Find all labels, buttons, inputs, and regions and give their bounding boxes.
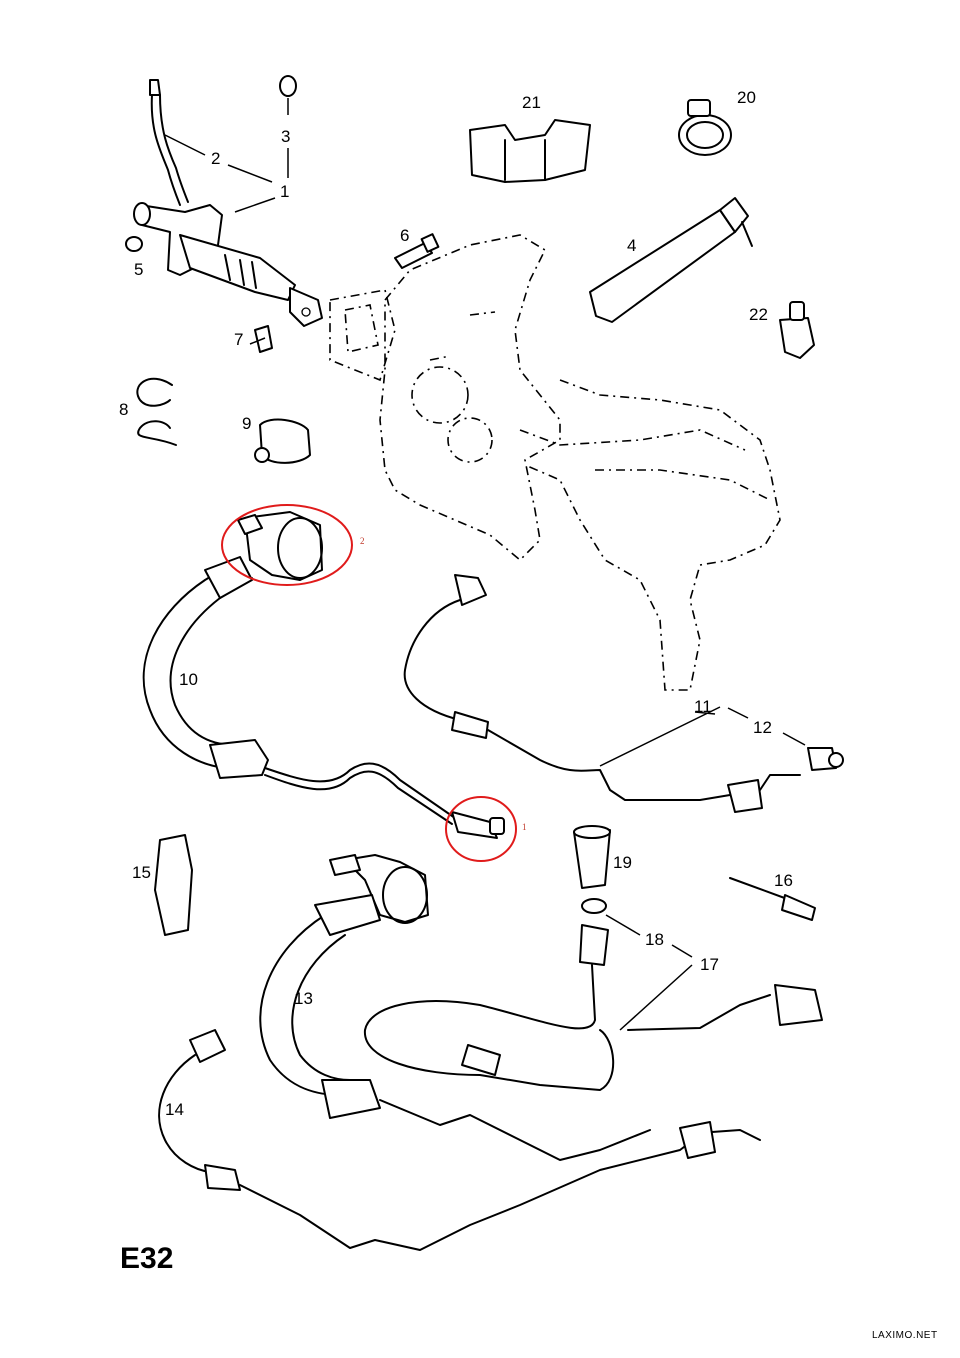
hydraulic-hose-10[interactable] — [142, 511, 505, 839]
rivet-16[interactable] — [729, 877, 816, 921]
pipe-11[interactable] — [403, 574, 801, 813]
pipe-17[interactable] — [363, 924, 823, 1091]
callout-14[interactable]: 14 — [165, 1100, 184, 1119]
callout-15[interactable]: 15 — [132, 863, 151, 882]
pipe-14[interactable] — [158, 1029, 761, 1251]
o-ring-18[interactable] — [581, 898, 607, 914]
diagram-code: E32 — [120, 1242, 173, 1275]
callout-6[interactable]: 6 — [400, 226, 409, 245]
leader-lines — [164, 98, 806, 1031]
callout-18[interactable]: 18 — [645, 930, 664, 949]
callout-labels: 1 2 3 4 5 6 7 8 9 10 11 12 13 14 15 16 1… — [119, 88, 793, 1119]
bolt-6[interactable] — [394, 233, 440, 269]
highlight-label-2: 2 — [360, 536, 365, 546]
gearbox-housing-outline — [329, 234, 781, 691]
hose-clamp-20[interactable] — [678, 99, 732, 156]
callout-3[interactable]: 3 — [281, 127, 290, 146]
callout-11[interactable]: 11 — [694, 697, 712, 716]
clutch-master-cylinder[interactable] — [125, 79, 323, 327]
callout-16[interactable]: 16 — [774, 871, 793, 890]
highlight-label-1: 1 — [522, 822, 527, 832]
sleeve-19[interactable] — [573, 825, 611, 889]
highlight-ellipse-2 — [221, 504, 353, 586]
grease-tube-4[interactable] — [589, 197, 753, 323]
callout-20[interactable]: 20 — [737, 88, 756, 107]
callout-21[interactable]: 21 — [522, 93, 541, 112]
callout-10[interactable]: 10 — [179, 670, 198, 689]
callout-7[interactable]: 7 — [234, 330, 243, 349]
callout-13[interactable]: 13 — [294, 989, 313, 1008]
callout-4[interactable]: 4 — [627, 236, 636, 255]
clip-15[interactable] — [154, 834, 193, 936]
highlight-ellipse-1 — [445, 796, 517, 862]
callout-5[interactable]: 5 — [134, 260, 143, 279]
callout-22[interactable]: 22 — [749, 305, 768, 324]
sensor-22[interactable] — [779, 301, 815, 359]
callout-1[interactable]: 1 — [280, 182, 289, 201]
callout-17[interactable]: 17 — [700, 955, 719, 974]
o-ring-3[interactable] — [279, 75, 297, 97]
callout-19[interactable]: 19 — [613, 853, 632, 872]
callout-12[interactable]: 12 — [753, 718, 772, 737]
hydraulic-hose-13[interactable] — [259, 854, 651, 1161]
clamp-9[interactable] — [254, 418, 311, 464]
sleeve-8[interactable] — [136, 377, 177, 446]
bleed-screw-12[interactable] — [807, 747, 844, 771]
callout-2[interactable]: 2 — [211, 149, 220, 168]
callout-8[interactable]: 8 — [119, 400, 128, 419]
watermark: LAXIMO.NET — [872, 1330, 938, 1341]
callout-9[interactable]: 9 — [242, 414, 251, 433]
bracket-21[interactable] — [469, 119, 591, 183]
